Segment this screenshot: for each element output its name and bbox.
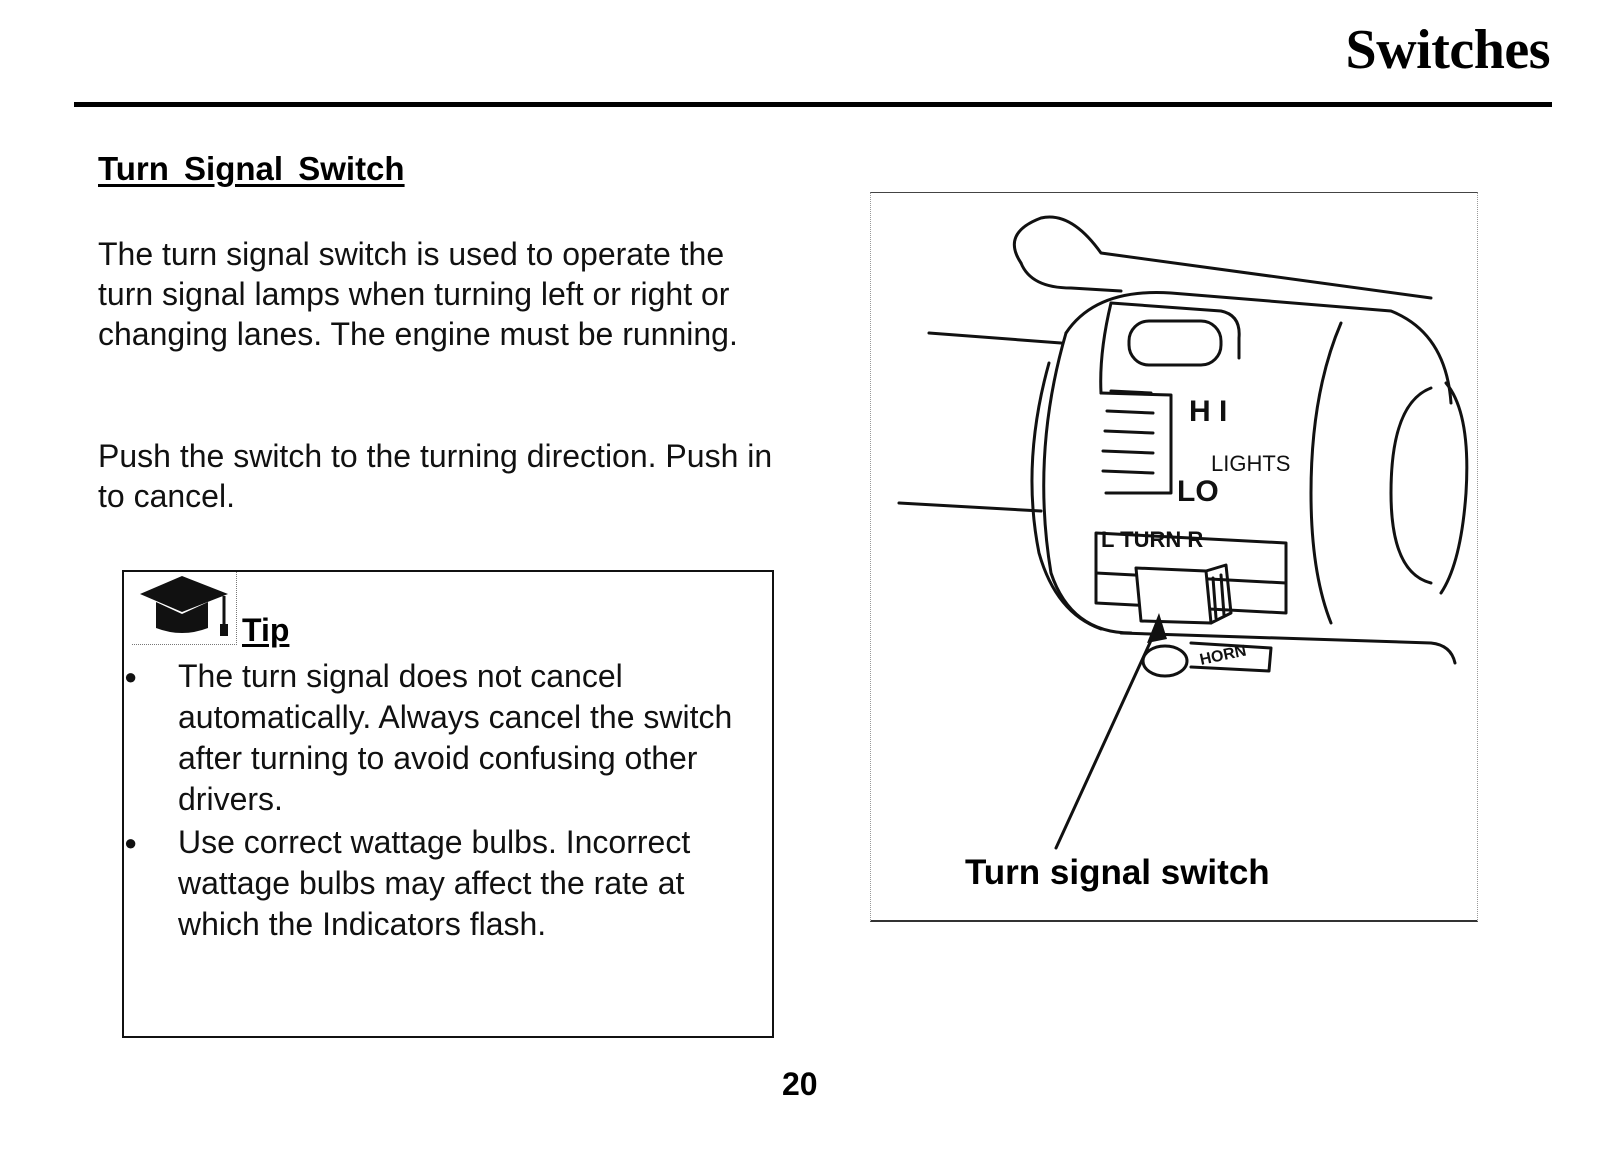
- tip-item-text: The turn signal does not cancel automati…: [178, 658, 733, 817]
- header-divider: [74, 102, 1552, 107]
- tip-item: ● Use correct wattage bulbs. Incorrect w…: [124, 822, 772, 945]
- figure-frame: H I LIGHTS LO L TURN R HORN Turn signal …: [870, 192, 1478, 922]
- page-header-title: Switches: [1345, 19, 1551, 81]
- tip-label: Tip: [242, 612, 290, 648]
- bullet-icon: ●: [124, 664, 138, 689]
- turn-label: L TURN R: [1101, 527, 1203, 552]
- tip-list: ● The turn signal does not cancel automa…: [124, 656, 772, 947]
- lo-label: LO: [1177, 475, 1219, 508]
- horn-label: HORN: [1198, 642, 1248, 668]
- handlebar-switch-illustration: H I LIGHTS LO L TURN R HORN: [897, 215, 1469, 850]
- graduation-cap-icon: [132, 572, 237, 645]
- hi-label: H I: [1189, 395, 1227, 428]
- tip-box: Tip ● The turn signal does not cancel au…: [122, 570, 774, 1038]
- figure-caption: Turn signal switch: [965, 853, 1270, 892]
- body-paragraph: Push the switch to the turning direction…: [98, 438, 773, 514]
- lights-label: LIGHTS: [1211, 451, 1290, 476]
- tip-item: ● The turn signal does not cancel automa…: [124, 656, 772, 820]
- section-heading: Turn Signal Switch: [98, 150, 405, 187]
- body-paragraph: The turn signal switch is used to operat…: [98, 236, 738, 352]
- page-number: 20: [782, 1066, 818, 1102]
- bullet-icon: ●: [124, 830, 138, 855]
- tip-item-text: Use correct wattage bulbs. Incorrect wat…: [178, 824, 691, 942]
